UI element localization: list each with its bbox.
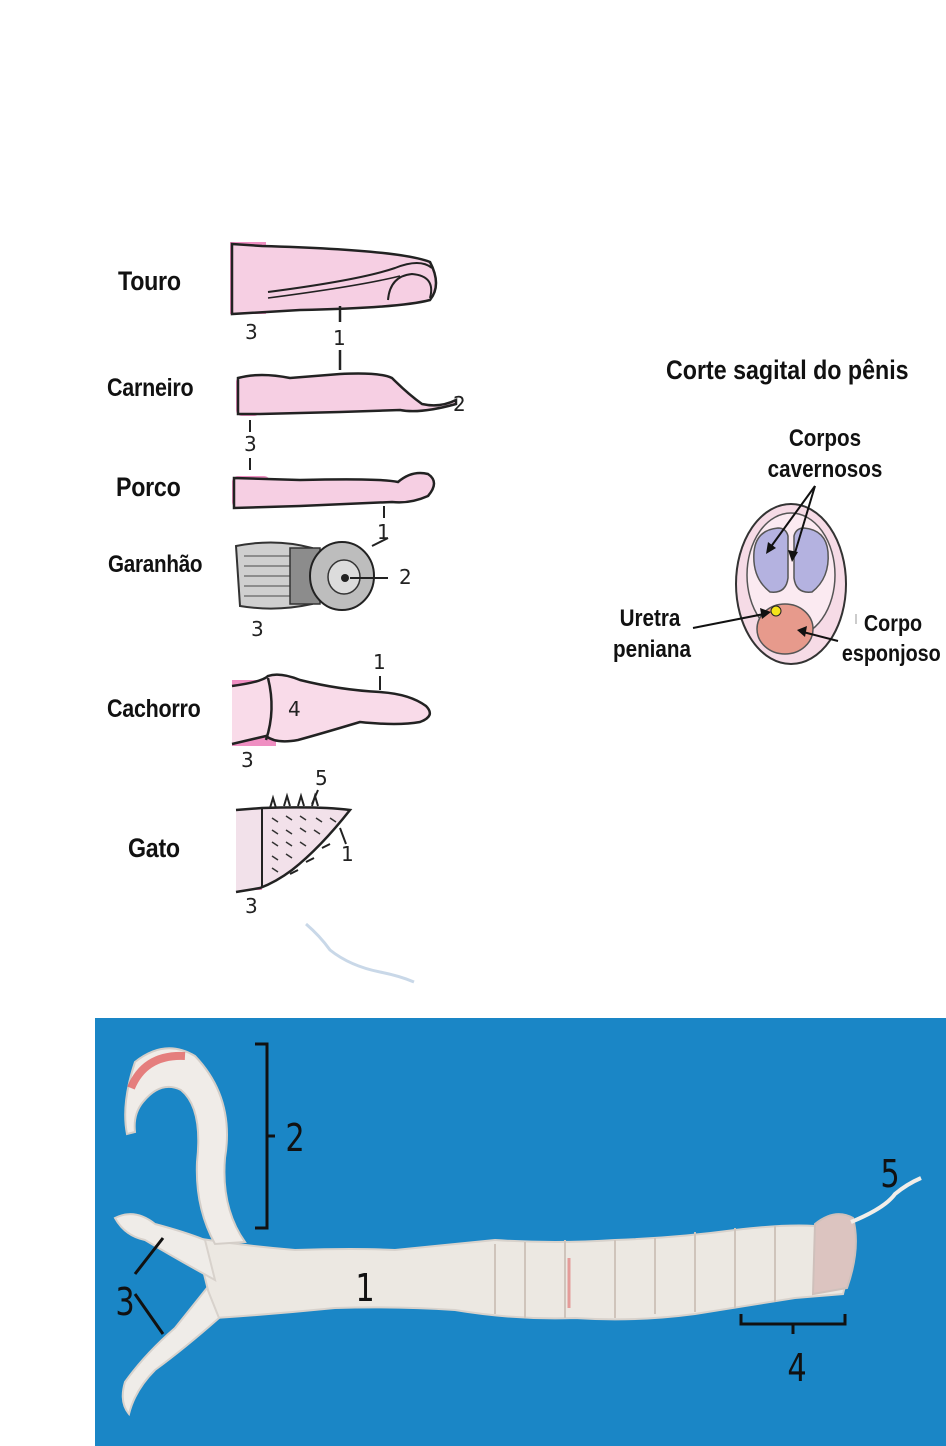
label-spongy-line1: Corpo (856, 608, 930, 639)
label-urethra-line1: Uretra (611, 603, 688, 634)
label-spongy-line2: esponjoso (842, 638, 938, 669)
urethra-dot (771, 606, 781, 616)
crus-upper (115, 1214, 215, 1280)
specimen-photo-panel: 2 3 1 4 5 (95, 1018, 946, 1446)
section-title: Corte sagital do pênis (666, 355, 909, 386)
label-cavernous-line2: cavernosos (765, 454, 885, 485)
label-cavernous-line1: Corpos (778, 423, 873, 454)
photo-label-5: 5 (880, 1152, 899, 1196)
label-urethra-line2: peniana (607, 634, 696, 665)
glans-tip (813, 1214, 856, 1294)
bracket-4 (741, 1314, 845, 1334)
photo-label-3: 3 (115, 1280, 134, 1324)
photo-label-2: 2 (285, 1116, 304, 1160)
specimen-photo (95, 1018, 946, 1446)
crus-lower (123, 1288, 219, 1414)
photo-label-1: 1 (355, 1266, 374, 1310)
retractor-muscle (125, 1048, 245, 1244)
cross-section-diagram (0, 0, 946, 1000)
penis-body-shaft (195, 1218, 850, 1319)
photo-label-4: 4 (787, 1346, 806, 1390)
bracket-2 (255, 1044, 275, 1228)
